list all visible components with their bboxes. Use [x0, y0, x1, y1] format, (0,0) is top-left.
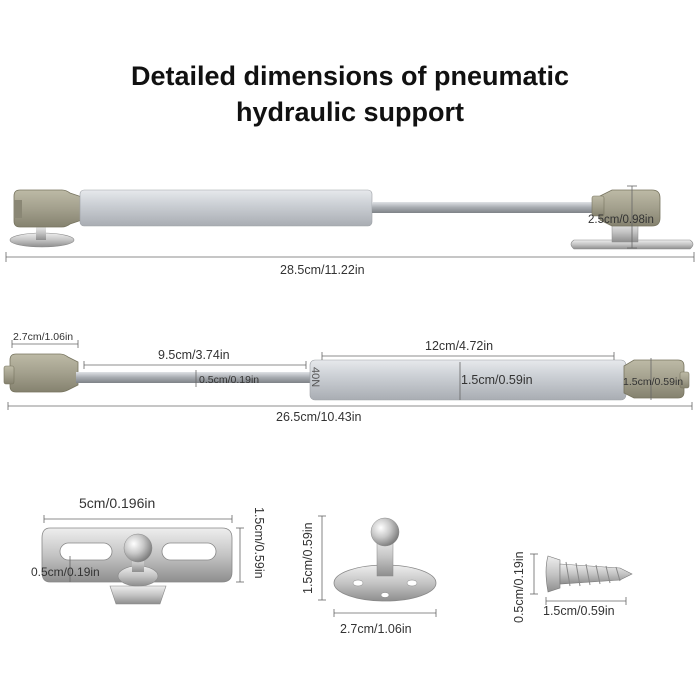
bracket-ball — [123, 533, 153, 563]
bracket-dimensions — [43, 515, 244, 583]
screw — [545, 555, 633, 593]
ball-mount-hole-bottom — [380, 592, 390, 598]
screw-head-label: 0.5cm/0.19in — [512, 551, 526, 623]
strut-middle-rod — [76, 372, 312, 383]
strut-middle-left-cap — [9, 353, 79, 393]
ball-mount-ball — [370, 517, 400, 547]
screw-shank — [559, 563, 633, 585]
screw-length-label: 1.5cm/0.59in — [543, 604, 615, 618]
bracket-width-label: 5cm/0.196in — [79, 495, 156, 511]
strut-top-rod — [372, 202, 604, 213]
ball-mount-width-label: 2.7cm/1.06in — [340, 622, 412, 636]
title-line-2: hydraulic support — [235, 97, 465, 127]
strut-middle-left-cap-tab — [3, 365, 15, 385]
top-total-length-label: 28.5cm/11.22in — [280, 263, 365, 277]
middle-end-width-label: 2.7cm/1.06in — [13, 331, 74, 343]
bracket — [41, 527, 233, 605]
strut-middle-right-cap-tab — [679, 371, 690, 389]
middle-total-length-label: 26.5cm/10.43in — [276, 410, 362, 424]
force-marking: 40N — [309, 367, 321, 388]
bracket-base — [109, 585, 167, 605]
strut-top-cylinder — [79, 189, 373, 227]
page-title: Detailed dimensions of pneumatic hydraul… — [0, 58, 700, 130]
screw-thread — [565, 561, 621, 587]
strut-middle-dimensions — [7, 340, 693, 410]
title-line-1: Detailed dimensions of pneumatic — [130, 61, 570, 91]
ball-mount-height-label: 1.5cm/0.59in — [301, 522, 315, 594]
bracket-slot-left — [59, 542, 113, 561]
ball-mount-hole-right — [406, 579, 418, 587]
strut-middle — [3, 353, 690, 401]
middle-end-diameter-label: 1.5cm/0.59in — [623, 376, 684, 388]
ball-mount — [333, 517, 437, 602]
middle-cylinder-diameter-label: 1.5cm/0.59in — [461, 373, 533, 387]
bracket-height-label: 1.5cm/0.59in — [252, 507, 266, 579]
ball-mount-hole-left — [352, 579, 364, 587]
strut-middle-right-cap — [623, 359, 685, 399]
bracket-slot-right — [161, 542, 217, 561]
strut-top-left-cap-slot — [14, 200, 22, 218]
strut-top — [9, 189, 694, 250]
middle-rod-diameter-label: 0.5cm/0.19in — [199, 374, 260, 386]
bracket-hole-label: 0.5cm/0.19in — [31, 565, 100, 579]
strut-top-dimensions — [5, 185, 695, 262]
ball-mount-dimensions — [318, 515, 437, 617]
top-end-height-label: 2.5cm/0.98in — [588, 214, 654, 226]
middle-cylinder-length-label: 12cm/4.72in — [425, 339, 494, 353]
strut-top-left-post — [36, 226, 46, 240]
middle-rod-length-label: 9.5cm/3.74in — [158, 348, 230, 362]
screw-head — [545, 555, 561, 593]
screw-dimensions — [530, 553, 627, 605]
strut-top-right-cap-tab — [591, 195, 605, 217]
strut-top-left-cap — [13, 189, 83, 228]
strut-top-right-cap — [599, 189, 661, 227]
